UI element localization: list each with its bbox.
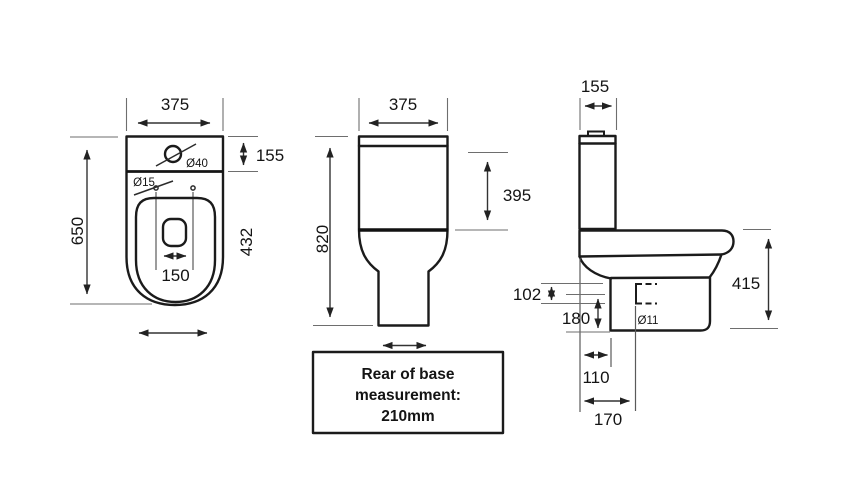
top-view-cistern-depth-dimension: 155 bbox=[228, 135, 284, 173]
top-view-bowl-width-dimension: 150 bbox=[161, 252, 190, 285]
flush-hole-circle bbox=[163, 144, 183, 164]
fixing-holes: Ø11 bbox=[635, 283, 659, 327]
front-view-cistern-height-dimension: 395 bbox=[455, 151, 531, 231]
seat-hole-right bbox=[190, 185, 196, 191]
side-view-bowl-left-taper bbox=[578, 255, 613, 280]
note-line-2: measurement: bbox=[355, 387, 461, 404]
side-view-pedestal-outline bbox=[609, 276, 712, 332]
side-view-rear-to-pedestal-dimension: 110 bbox=[582, 351, 610, 387]
front-view-height-dimension: 820 bbox=[313, 135, 373, 327]
side-view-bowl-right-underside bbox=[708, 253, 723, 279]
note-box-border bbox=[311, 350, 505, 435]
side-view-pan-height-dimension: 415 bbox=[730, 228, 778, 330]
top-view-length-dimension: 650 bbox=[68, 136, 152, 305]
fixing-hole-diameter-label: Ø11 bbox=[638, 315, 659, 327]
top-view-width-label: 375 bbox=[161, 95, 189, 114]
side-view-flush-button bbox=[587, 130, 605, 137]
top-view-width-dimension: 375 bbox=[125, 95, 224, 131]
flush-hole-leader-line bbox=[155, 143, 197, 167]
front-view: 375 820 395 Rear of base measurement: 21… bbox=[311, 95, 531, 435]
water-area-outline bbox=[161, 217, 188, 248]
side-view-hole-height-label: 180 bbox=[562, 309, 590, 328]
top-view-bowl-width-label: 150 bbox=[161, 266, 189, 285]
flush-hole-diameter-label: Ø40 bbox=[186, 158, 208, 170]
side-view-hole-height-dimension: 180 bbox=[562, 298, 602, 329]
front-view-width-label: 375 bbox=[389, 95, 417, 114]
side-view-hole-offset-dimension: 102 bbox=[513, 285, 556, 304]
side-view-rear-to-hole-dimension: 170 bbox=[584, 397, 630, 429]
side-view-rear-to-hole-label: 170 bbox=[594, 410, 622, 429]
note-line-1: Rear of base bbox=[361, 366, 454, 383]
side-view-hole-offset-label: 102 bbox=[513, 285, 541, 304]
seat-hole-diameter-label: Ø15 bbox=[133, 177, 155, 189]
side-view: Ø11 155 415 102 bbox=[513, 77, 778, 429]
front-view-height-label: 820 bbox=[313, 225, 332, 253]
note-box: Rear of base measurement: 210mm bbox=[311, 350, 505, 435]
side-view-pan-height-label: 415 bbox=[732, 274, 760, 293]
side-view-rear-to-pedestal-label: 110 bbox=[582, 368, 609, 387]
front-view-width-dimension: 375 bbox=[358, 95, 449, 131]
seat-opening-outline bbox=[134, 196, 217, 304]
front-view-outline bbox=[357, 135, 449, 327]
top-view-cistern-depth-label: 155 bbox=[256, 146, 284, 165]
side-view-depth-label: 155 bbox=[581, 77, 609, 96]
note-line-3: 210mm bbox=[381, 408, 434, 425]
side-view-cistern-outline bbox=[578, 134, 617, 231]
seat-hole-left bbox=[153, 185, 159, 191]
front-view-cistern-height-label: 395 bbox=[503, 186, 531, 205]
top-view: Ø40 Ø15 375 650 155 bbox=[68, 95, 284, 337]
top-view-length-label: 650 bbox=[68, 217, 87, 245]
top-view-outline bbox=[125, 135, 225, 307]
top-view-pan-length-label: 432 bbox=[237, 228, 256, 256]
side-view-pedestal-top-line bbox=[609, 276, 711, 280]
side-view-seat-outline bbox=[578, 229, 735, 258]
side-view-depth-dimension: 155 bbox=[579, 77, 618, 130]
